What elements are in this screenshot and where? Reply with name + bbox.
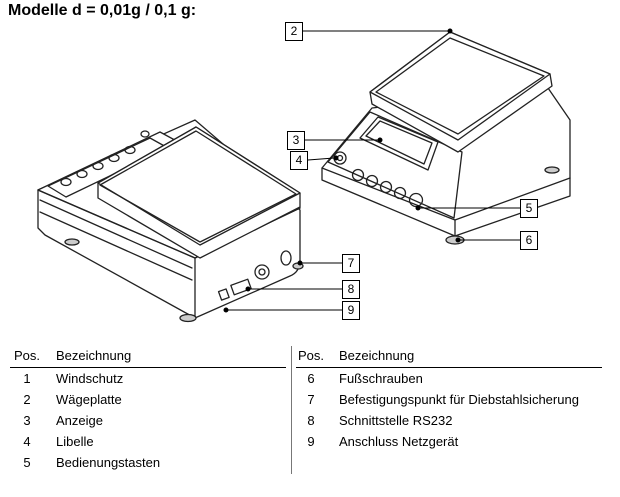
page-title: Modelle d = 0,01g / 0,1 g: [8,2,197,19]
row-pos: 5 [23,455,31,470]
row-pos: 7 [307,392,315,407]
callout-8: 8 [342,280,360,299]
row-pos: 8 [307,413,315,428]
callout-6: 6 [520,231,538,250]
row-pos: 4 [23,434,31,449]
row-pos: 6 [307,371,315,386]
row-desc: Bedienungstasten [56,455,161,470]
left-header-rule [10,367,286,368]
table-column-divider [291,346,292,474]
left-scale-rear-view [37,119,304,323]
right-header-rule [296,367,602,368]
right-header-desc: Bezeichnung [339,348,415,363]
row-pos: 3 [23,413,31,428]
left-header-desc: Bezeichnung [56,348,132,363]
scale-diagram [37,28,571,323]
callout-4: 4 [290,151,308,170]
right-scale-front-view [321,31,571,245]
leader-lines [223,28,521,313]
callout-9: 9 [342,301,360,320]
row-desc: Anzeige [56,413,103,428]
callout-5: 5 [520,199,538,218]
row-pos: 9 [307,434,315,449]
callout-2: 2 [285,22,303,41]
row-desc: Anschluss Netzgerät [339,434,459,449]
row-desc: Windschutz [56,371,124,386]
row-desc: Befestigungspunkt für Diebstahlsicherung [339,392,579,407]
row-pos: 1 [23,371,31,386]
row-desc: Libelle [56,434,94,449]
row-desc: Schnittstelle RS232 [339,413,453,428]
callout-3: 3 [287,131,305,150]
left-header-pos: Pos. [14,348,41,363]
row-desc: Wägeplatte [56,392,122,407]
row-desc: Fußschrauben [339,371,423,386]
right-header-pos: Pos. [298,348,325,363]
callout-7: 7 [342,254,360,273]
row-pos: 2 [23,392,31,407]
legend-table: Pos. Bezeichnung 1 Windschutz 2 Wägeplat… [0,348,620,488]
